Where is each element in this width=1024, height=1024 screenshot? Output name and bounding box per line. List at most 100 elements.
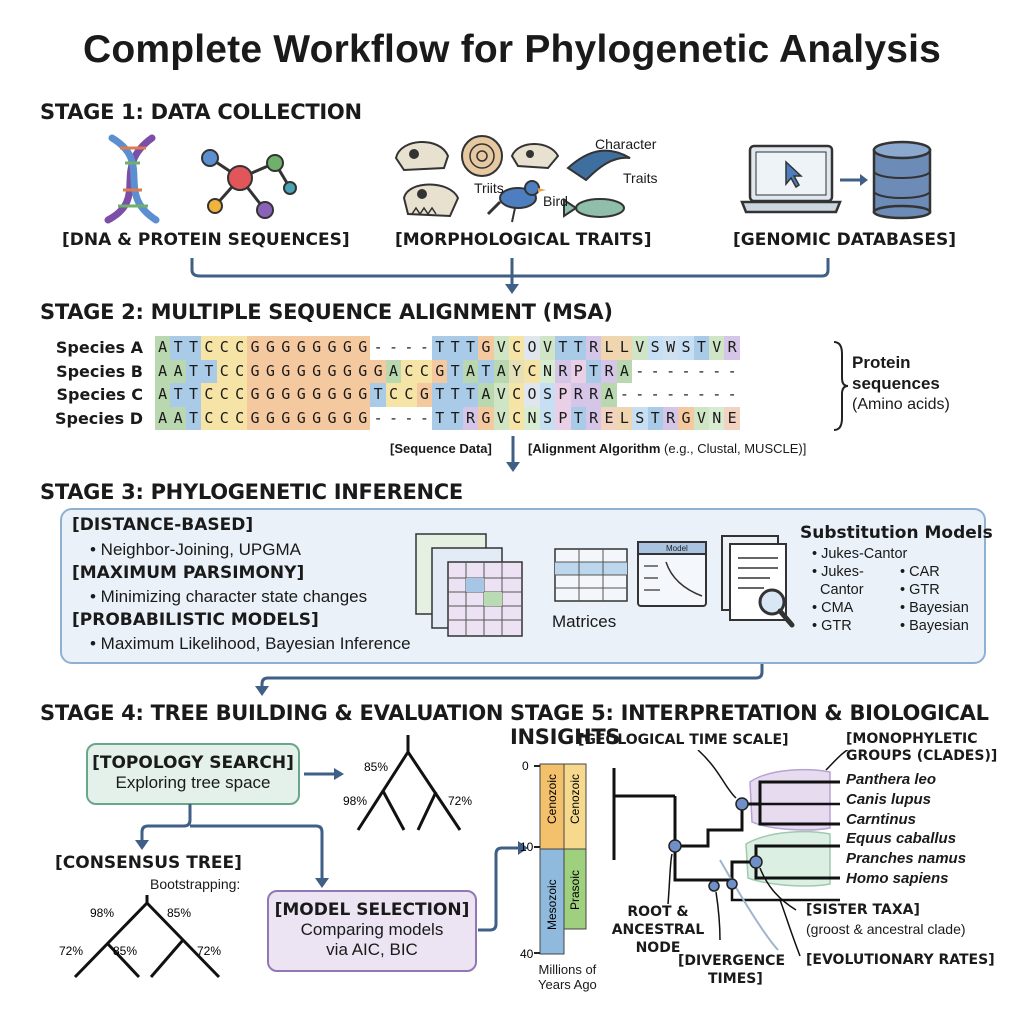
alignment-cell: C: [216, 383, 232, 407]
time-calibrated-tree: 0 10 40 Cenozoic Cenozoic Mesozoic Praso…: [520, 750, 849, 961]
stage1-heading: STAGE 1: DATA COLLECTION: [40, 100, 362, 124]
alignment-cell: G: [308, 406, 325, 430]
alignment-cell: W: [662, 336, 679, 360]
alignment-cell: G: [432, 359, 448, 383]
consensus-support-85: 85%: [167, 906, 191, 920]
alignment-cell: G: [247, 406, 263, 430]
model-selection-box: [MODEL SELECTION] Comparing models via A…: [267, 890, 477, 972]
alignment-cell: T: [478, 359, 494, 383]
root-label-line-1: ROOT &: [627, 904, 689, 920]
sub-item-left-4: • GTR: [812, 618, 852, 634]
alignment-cell: G: [678, 406, 694, 430]
alignment-cell: V: [709, 336, 725, 360]
alignment-cell: -: [370, 336, 386, 360]
alignment-cell: S: [632, 406, 648, 430]
topology-search-text: Exploring tree space: [115, 773, 271, 792]
alignment-matrix-stack-icon: [415, 533, 523, 637]
alignment-cell: E: [601, 406, 617, 430]
ammonite-fossil-icon: [461, 135, 503, 177]
sequence-data-caption: [Sequence Data]: [390, 441, 492, 456]
alignment-algorithm-examples: (e.g., Clustal, MUSCLE)]: [664, 441, 807, 456]
sub-item-right-3: • Bayesian: [900, 618, 969, 634]
model-window-title: Model: [666, 544, 688, 553]
divergence-line-1: [DIVERGENCE: [678, 953, 786, 969]
alignment-cell: T: [447, 359, 463, 383]
alignment-cell: S: [647, 336, 663, 360]
alignment-cell: T: [447, 336, 463, 360]
alignment-cell: G: [262, 359, 279, 383]
alignment-cell: -: [693, 359, 710, 383]
alignment-cell: G: [339, 406, 356, 430]
consensus-support-72: 72%: [59, 944, 83, 958]
alignment-cell: G: [324, 383, 340, 407]
divergence-node-1: [708, 880, 720, 892]
stage4-to-5-arrow: [478, 841, 528, 932]
mammal-node: [749, 855, 763, 869]
consensus-tree-diagram: 98% 85% 72% 85% 72%: [59, 895, 221, 979]
alignment-cell: G: [308, 336, 325, 360]
alignment-cell: G: [339, 359, 356, 383]
stage4-heading: STAGE 4: TREE BUILDING & EVALUATION: [40, 701, 504, 725]
alignment-cell: T: [447, 406, 463, 430]
search-tree-diagram: 85% 98% 72%: [304, 735, 472, 831]
monophyletic-groups-label: [MONOPHYLETIC GROUPS (CLADES)]: [846, 731, 997, 765]
alignment-cell: -: [709, 383, 725, 407]
alignment-cell: G: [416, 383, 433, 407]
alignment-cell: -: [401, 406, 417, 430]
taxon-label: Pranches namus: [846, 850, 967, 867]
alignment-cell: G: [247, 359, 263, 383]
alignment-cell: V: [632, 336, 648, 360]
model-selection-heading: [MODEL SELECTION]: [274, 900, 470, 920]
source-dna-label: [DNA & PROTEIN SEQUENCES]: [62, 230, 350, 250]
alignment-cell: P: [570, 359, 586, 383]
alignment-cell: G: [355, 406, 371, 430]
laptop-cursor-icon: [740, 144, 842, 214]
era-prasoic: Prasoic: [568, 870, 582, 910]
search-tree-support-72: 72%: [448, 794, 472, 808]
skull-icon: [394, 141, 450, 172]
search-tree-support-85: 85%: [364, 760, 388, 774]
search-tree-support-98: 98%: [343, 794, 367, 808]
alignment-cell: G: [355, 383, 371, 407]
divergence-line-2: TIMES]: [708, 971, 763, 987]
alignment-cell: C: [231, 406, 248, 430]
parsimony-heading: [MAXIMUM PARSIMONY]: [72, 563, 305, 583]
time-tick-0: 0: [522, 759, 529, 773]
bird-label: Bird: [543, 193, 568, 209]
alignment-cell: T: [693, 336, 710, 360]
dna-helix-icon: [104, 134, 160, 224]
alignment-cell: R: [555, 359, 571, 383]
time-axis-label: Millions of Years Ago: [538, 962, 597, 992]
alignment-cell: T: [462, 383, 479, 407]
alignment-cell: G: [262, 406, 279, 430]
stage5-heading: STAGE 5: INTERPRETATION & BIOLOGICAL INS…: [510, 701, 989, 749]
alignment-cell: O: [524, 383, 540, 407]
alignment-cell: S: [539, 383, 556, 407]
alignment-cell: C: [401, 359, 417, 383]
alignment-cell: A: [493, 359, 509, 383]
model-window-icon: Model: [637, 541, 707, 607]
alignment-cell: C: [231, 336, 248, 360]
matrices-caption: Matrices: [552, 612, 617, 631]
alignment-cell: G: [355, 359, 371, 383]
time-axis-line-2: Years Ago: [538, 977, 597, 992]
alignment-cell: R: [585, 336, 602, 360]
stage3-heading: STAGE 3: PHYLOGENETIC INFERENCE: [40, 480, 463, 504]
alignment-cell: A: [155, 406, 171, 430]
alignment-cell: -: [416, 336, 433, 360]
divergence-times-label: [DIVERGENCE TIMES]: [678, 952, 785, 988]
distance-based-heading: [DISTANCE-BASED]: [72, 515, 254, 535]
alignment-cell: G: [262, 383, 279, 407]
parsimony-item: • Minimizing character state changes: [90, 587, 368, 606]
alignment-cell: T: [570, 336, 586, 360]
alignment-cell: G: [355, 336, 371, 360]
alignment-cell: P: [555, 406, 571, 430]
geological-time-scale-label: [GEOLOGICAL TIME SCALE]: [578, 732, 789, 748]
document-magnifier-icon: [721, 535, 795, 628]
